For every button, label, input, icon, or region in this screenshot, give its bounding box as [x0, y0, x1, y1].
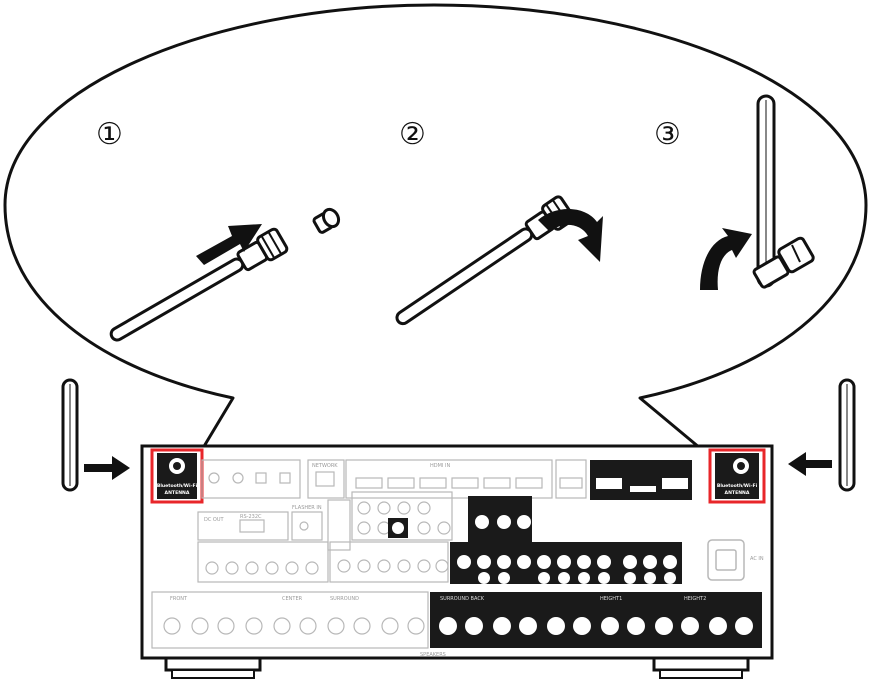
left-antenna-terminal[interactable]: Bluetooth/Wi-Fi ANTENNA	[150, 448, 204, 504]
left-antenna-label-2: ANTENNA	[165, 490, 190, 496]
dc-out-label: DC OUT	[204, 517, 225, 523]
step-1-label: ①	[96, 117, 123, 152]
left-antenna	[61, 378, 79, 492]
surround-back-label: SURROUND BACK	[440, 596, 485, 602]
raise-arrow	[700, 228, 752, 290]
step-3-antenna	[752, 94, 815, 289]
step-1-antenna	[109, 227, 289, 342]
rs232c-label: RS-232C	[240, 514, 262, 520]
right-antenna	[838, 378, 856, 492]
left-antenna-label-1: Bluetooth/Wi-Fi	[157, 483, 198, 489]
flasher-in-label: FLASHER IN	[292, 505, 322, 511]
right-antenna-terminal[interactable]: Bluetooth/Wi-Fi ANTENNA	[708, 448, 766, 504]
rotate-arrow	[538, 208, 603, 262]
hdmi-in-label: HDMI IN	[430, 463, 450, 469]
height2-label: HEIGHT2	[684, 596, 706, 602]
center-label: CENTER	[282, 596, 303, 602]
surround-label: SURROUND	[330, 596, 359, 602]
speakers-label: SPEAKERS	[420, 652, 446, 658]
panel-upper-connectors	[201, 459, 587, 499]
hdmi-out-block	[590, 460, 692, 500]
right-insert-arrow	[788, 452, 832, 476]
push-arrow	[196, 224, 262, 265]
right-antenna-label-2: ANTENNA	[725, 490, 750, 496]
speaker-terminals-dark	[430, 592, 762, 648]
pre-out-block	[388, 496, 682, 584]
ac-inlet	[707, 539, 745, 581]
left-insert-arrow	[84, 456, 130, 480]
speaker-terminals-gray	[151, 591, 429, 649]
step-2-label: ②	[399, 117, 426, 152]
connector-nut	[312, 207, 341, 234]
step-3-label: ③	[654, 117, 681, 152]
right-antenna-label-1: Bluetooth/Wi-Fi	[717, 483, 758, 489]
height1-label: HEIGHT1	[600, 596, 622, 602]
speech-bubble	[3, 3, 868, 450]
panel-middle-connectors	[197, 491, 453, 583]
front-label: FRONT	[170, 596, 188, 602]
ac-in-label: AC IN	[750, 556, 764, 562]
network-label: NETWORK	[312, 463, 338, 469]
